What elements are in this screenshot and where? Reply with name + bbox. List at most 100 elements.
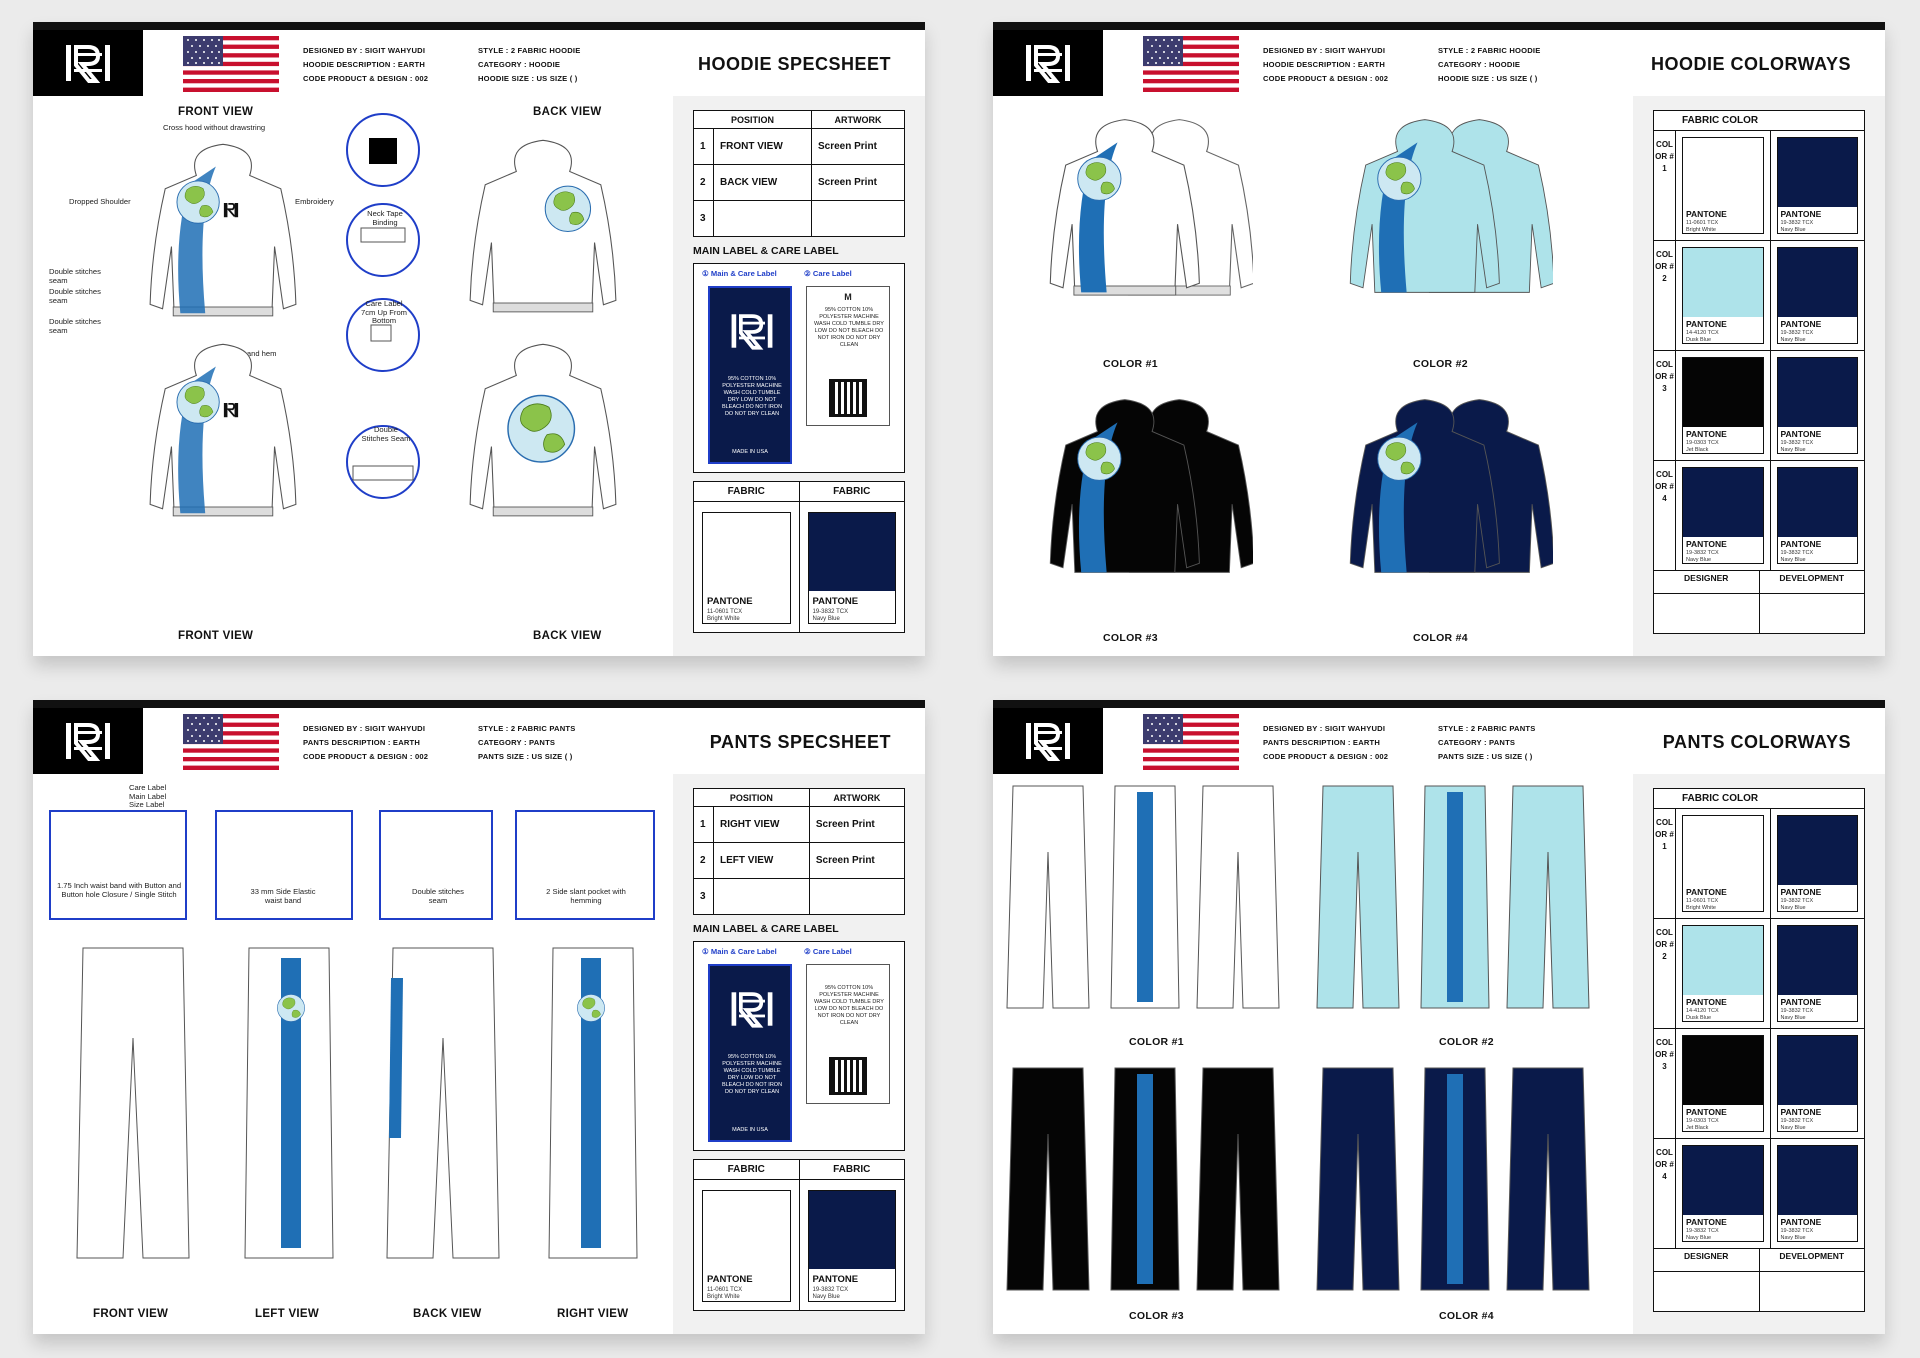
front-view-caption-2: FRONT VIEW [178, 630, 254, 642]
colorway-row-label: COLOR #1 [1654, 131, 1676, 240]
pantone-name: Navy Blue [812, 1294, 840, 1300]
style: STYLE : 2 FABRIC HOODIE [478, 46, 581, 55]
pantone-label: PANTONE [1686, 997, 1727, 1007]
main-label-text: 95% COTTON 10% POLYESTER MACHINE WASH CO… [721, 1054, 783, 1095]
detail-box-pocket [515, 810, 655, 920]
row-number: #3 [1662, 1050, 1674, 1071]
detail-circles [346, 113, 420, 499]
pantone-label: PANTONE [1686, 887, 1727, 897]
pantone-label: PANTONE [1780, 997, 1822, 1007]
brand-logo [993, 30, 1103, 96]
swatch-fill [1777, 138, 1857, 207]
label-section-title: MAIN LABEL & CARE LABEL [693, 237, 905, 263]
row-label-text: COLOR [1655, 250, 1673, 271]
row-label-text: COLOR [1655, 140, 1673, 161]
pantone-name: Jet Black [1686, 1125, 1709, 1131]
hoodie-color-3 [1049, 399, 1253, 573]
meta-left: DESIGNED BY : SIGIT WAHYUDI PANTS DESCRI… [303, 722, 428, 764]
description: HOODIE DESCRIPTION : EARTH [1263, 60, 1386, 69]
swatch-fill [1777, 248, 1857, 317]
pantone-code: 19-3832 TCX [1780, 440, 1814, 446]
table-row: 3 [693, 878, 906, 915]
meta-right: STYLE : 2 FABRIC PANTS CATEGORY : PANTS … [1438, 722, 1536, 764]
pantone-code: 19-3832 TCX [1780, 898, 1814, 904]
row-number: 1 [693, 128, 714, 165]
brand-logo [33, 30, 143, 96]
row-label-text: COLOR [1655, 1148, 1673, 1169]
hoodie-color-4 [1349, 399, 1553, 573]
size: PANTS SIZE : US SIZE ( ) [1438, 752, 1533, 761]
development-signature[interactable] [1760, 594, 1865, 633]
monogram-logo-icon [64, 43, 112, 83]
fabric-header: FABRIC [694, 1160, 799, 1180]
development-signature[interactable] [1760, 1272, 1865, 1311]
meta-right: STYLE : 2 FABRIC PANTS CATEGORY : PANTS … [478, 722, 576, 764]
pantone-name: Navy Blue [1780, 1125, 1806, 1131]
row-number: #3 [1662, 372, 1674, 393]
pantone-code: 19-3832 TCX [1780, 550, 1814, 556]
usa-flag-icon [183, 36, 279, 92]
swatch-fill [1777, 358, 1857, 427]
pantone-label: PANTONE [1780, 1217, 1822, 1227]
description: HOODIE DESCRIPTION : EARTH [303, 60, 426, 69]
swatch-fill [1683, 468, 1763, 537]
signoff-space [1654, 593, 1864, 633]
signoff-space [1654, 1271, 1864, 1311]
pantone-name: Navy Blue [1780, 905, 1806, 911]
swatch-fill [703, 1191, 790, 1269]
hoodie-color-1 [1049, 119, 1253, 296]
row-number: #2 [1662, 940, 1674, 961]
caption-color-1: COLOR #1 [1129, 1036, 1184, 1048]
pantone-name: Navy Blue [1780, 1235, 1806, 1241]
fabric-header: FABRIC [694, 482, 799, 502]
main-label-text: 95% COTTON 10% POLYESTER MACHINE WASH CO… [721, 376, 783, 417]
meta-left: DESIGNED BY : SIGIT WAHYUDI HOODIE DESCR… [1263, 44, 1388, 86]
pantone-name: Dusk Blue [1686, 1015, 1712, 1021]
product-code: CODE PRODUCT & DESIGN : 002 [303, 752, 429, 761]
caption-color-2: COLOR #2 [1439, 1036, 1494, 1048]
sheet-title: HOODIE COLORWAYS [1650, 54, 1851, 74]
designer-signature[interactable] [1654, 594, 1760, 633]
colorway-row-label: COLOR #3 [1654, 1029, 1676, 1138]
swatch-fill [1683, 138, 1763, 207]
pantone-code: 19-3832 TCX [1686, 1228, 1719, 1234]
label-tab-1: ① Main & Care Label [702, 947, 777, 956]
note-double1: Double stitches seam [49, 267, 101, 285]
label-tab-1: ① Main & Care Label [702, 269, 777, 278]
pantone-code: 19-3832 TCX [1780, 1228, 1814, 1234]
pantone-name: Bright White [707, 616, 740, 622]
care-text: 95% COTTON 10% POLYESTER MACHINE WASH CO… [814, 307, 884, 348]
caption-color-4: COLOR #4 [1413, 632, 1468, 644]
note-double2: Double stitches seam [49, 287, 101, 305]
row-number: #4 [1662, 482, 1674, 503]
designer-signature[interactable] [1654, 1272, 1760, 1311]
pants-color-3 [1006, 1067, 1280, 1291]
colorway-row-label: COLOR #4 [1654, 1139, 1676, 1248]
monogram-logo-icon [1024, 43, 1072, 83]
designed-by: DESIGNED BY : SIGIT WAHYUDI [1263, 724, 1386, 733]
pantone-name: Navy Blue [1686, 1235, 1712, 1241]
row-artwork: Screen Print [810, 164, 906, 201]
qr-code-icon [829, 1057, 867, 1095]
pantone-name: Navy Blue [1780, 557, 1806, 563]
top-bar [993, 700, 1885, 708]
